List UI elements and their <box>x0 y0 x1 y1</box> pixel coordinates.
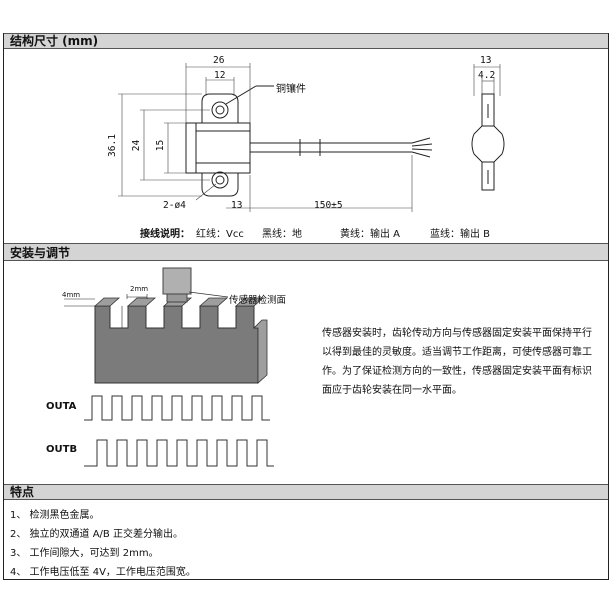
dim-hole: 2-ø4 <box>163 200 186 211</box>
wiring-label: 接线说明： <box>140 229 190 240</box>
section-header-dimensions: 结构尺寸 (mm) <box>4 33 608 49</box>
outb-waveform <box>84 439 274 467</box>
feature-item-3: 3、 工作间隙大，可达到 2mm。 <box>10 548 159 559</box>
feature-item-4: 4、 工作电压低至 4V，工作电压范围宽。 <box>10 567 196 578</box>
outa-waveform <box>84 395 270 421</box>
sensor-probe <box>162 267 192 295</box>
wiring-yellow: 黄线：输出 A <box>340 229 401 240</box>
dim-side-4-2: 4.2 <box>478 70 496 81</box>
wiring-red: 红线：Vcc <box>196 229 244 240</box>
feature-item-1: 1、 检测黑色金属。 <box>10 510 100 521</box>
bottom-mounting-ear <box>201 173 239 197</box>
outa-label: OUTA <box>46 401 77 412</box>
gear-rack <box>94 305 259 384</box>
outb-label: OUTB <box>46 444 78 455</box>
dim-cable-length: 150±5 <box>314 200 343 211</box>
feature-item-2: 2、 独立的双通道 A/B 正交差分输出。 <box>10 529 183 540</box>
dim-12: 12 <box>214 70 226 81</box>
install-description: 传感器安装时，齿轮传动方向与传感器固定安装平面保持平行以得到最佳的灵敏度。适当调… <box>322 328 592 396</box>
dim-side-13: 13 <box>480 55 492 66</box>
dim-13-bottom: 13 <box>231 200 243 211</box>
sensor-body <box>185 122 251 174</box>
copper-insert-label: 铜镶件 <box>276 84 306 95</box>
dim-26: 26 <box>213 55 225 66</box>
top-mounting-ear <box>201 93 239 123</box>
side-view <box>471 93 505 191</box>
wiring-blue: 蓝线：输出 B <box>430 229 491 240</box>
wiring-black: 黑线：地 <box>262 229 302 240</box>
section-header-install: 安装与调节 <box>4 243 608 261</box>
gap-2mm-label: 2mm <box>130 285 149 293</box>
sensor-face-label: 传感器检测面 <box>229 295 287 306</box>
section-header-features: 特点 <box>4 484 608 500</box>
gap-4mm-label: 4mm <box>62 291 81 299</box>
